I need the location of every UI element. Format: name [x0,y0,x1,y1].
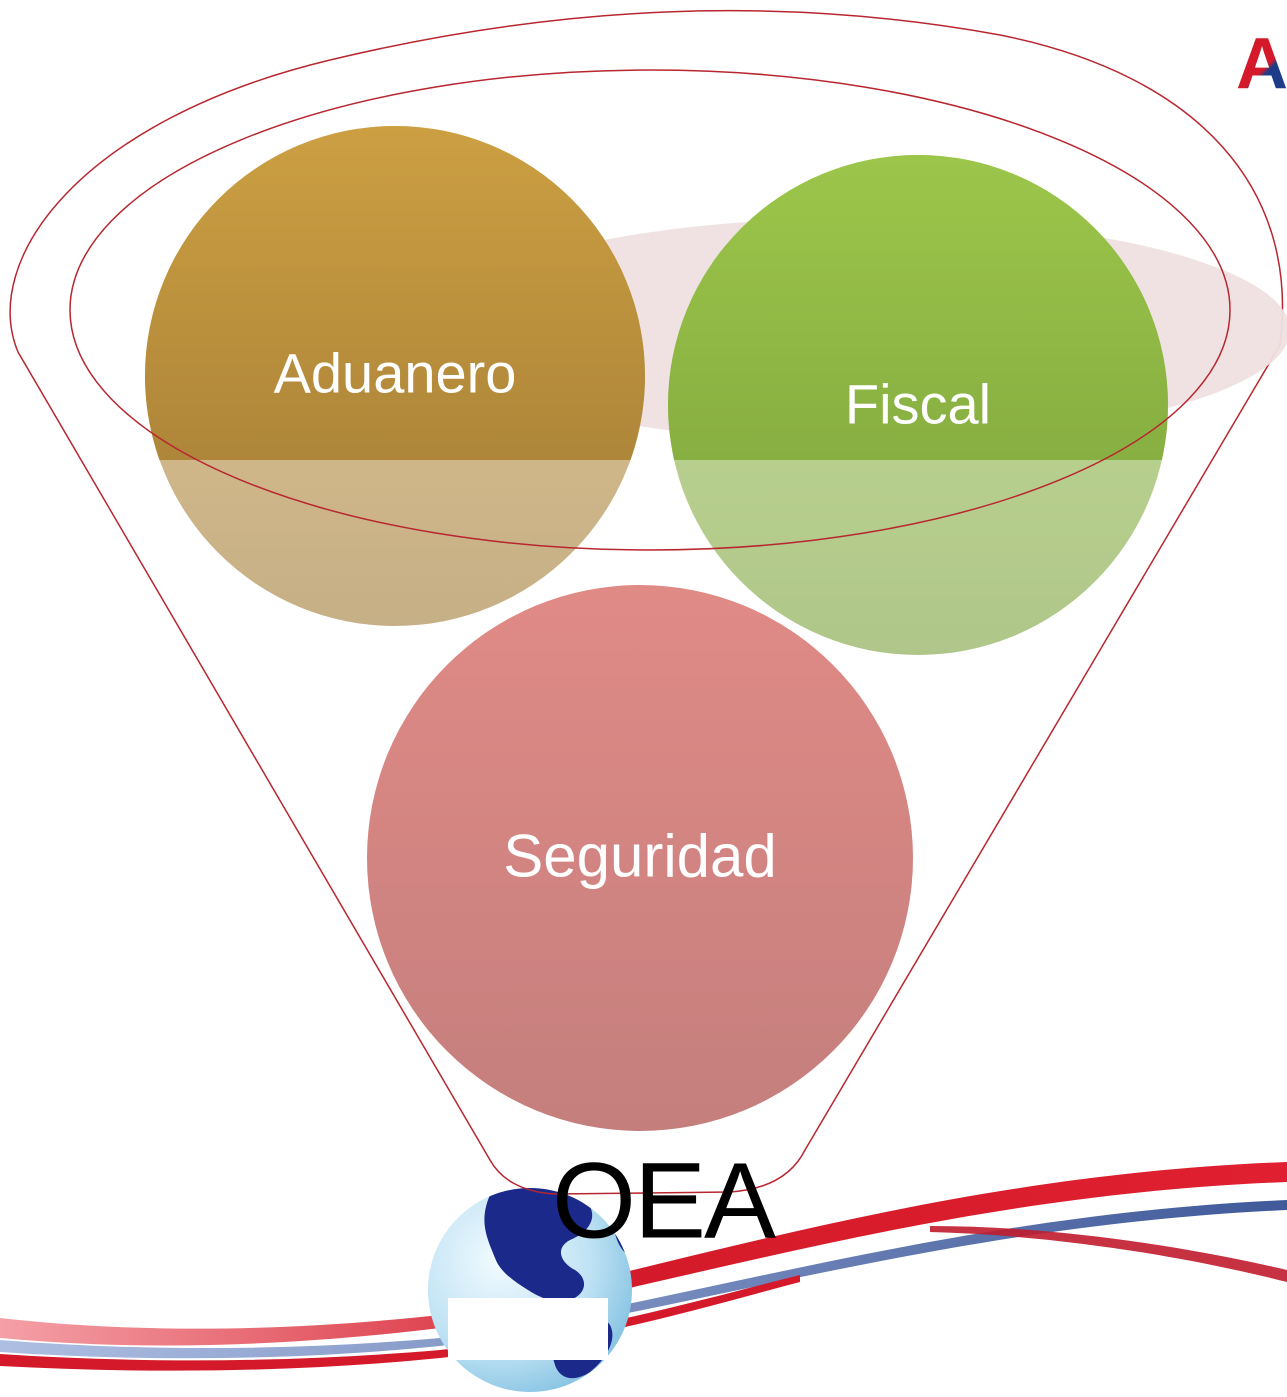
logo-letter: A [1236,24,1287,104]
seguridad-label: Seguridad [503,822,777,890]
circle-seguridad [367,585,913,1131]
oea-label: OEA [551,1139,776,1261]
circle-fiscal [668,155,1168,655]
circle-aduanero [145,126,645,626]
funnel-rim [69,69,1231,551]
aduanero-label: Aduanero [273,341,517,405]
funnel-outline [9,9,1284,1195]
background-swoosh [0,1162,1287,1371]
logo-icon: A [1236,28,1287,100]
fiscal-label: Fiscal [844,372,992,436]
blank-box [448,1298,608,1360]
